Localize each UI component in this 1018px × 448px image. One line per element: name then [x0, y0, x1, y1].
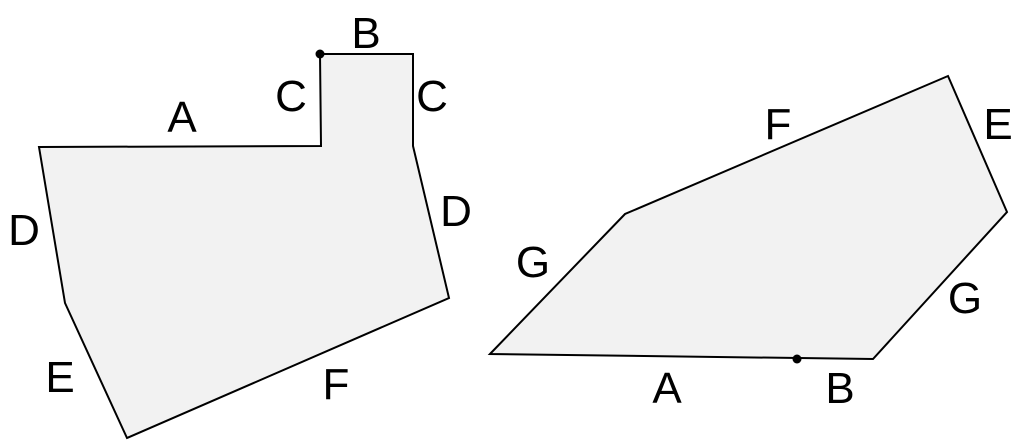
left-edge-label-d: D	[8, 206, 40, 255]
right-edge-label-f: F	[765, 100, 792, 149]
left-edge-label-e: E	[45, 353, 74, 402]
right-edge-labels: F E G G A B	[516, 100, 1013, 413]
left-edge-label-a: A	[167, 93, 197, 142]
right-edge-label-b: B	[825, 364, 854, 413]
right-polygon	[487, 74, 1009, 361]
left-edge-label-c: C	[416, 72, 448, 121]
left-vertex-dot	[315, 49, 325, 59]
right-edge-label-a: A	[652, 364, 682, 413]
left-edge-label-b: B	[351, 9, 380, 58]
left-edge-label-d: D	[440, 187, 472, 236]
left-polygon	[37, 53, 451, 440]
right-vertex-dot	[792, 354, 802, 364]
left-edge-label-c: C	[275, 72, 307, 121]
left-edge-labels: A BC C D D E F	[8, 9, 472, 409]
right-edge-label-g: G	[516, 238, 550, 287]
left-edge-label-f: F	[323, 360, 350, 409]
right-edge-label-g: G	[948, 274, 982, 323]
right-edge-label-e: E	[983, 100, 1012, 149]
